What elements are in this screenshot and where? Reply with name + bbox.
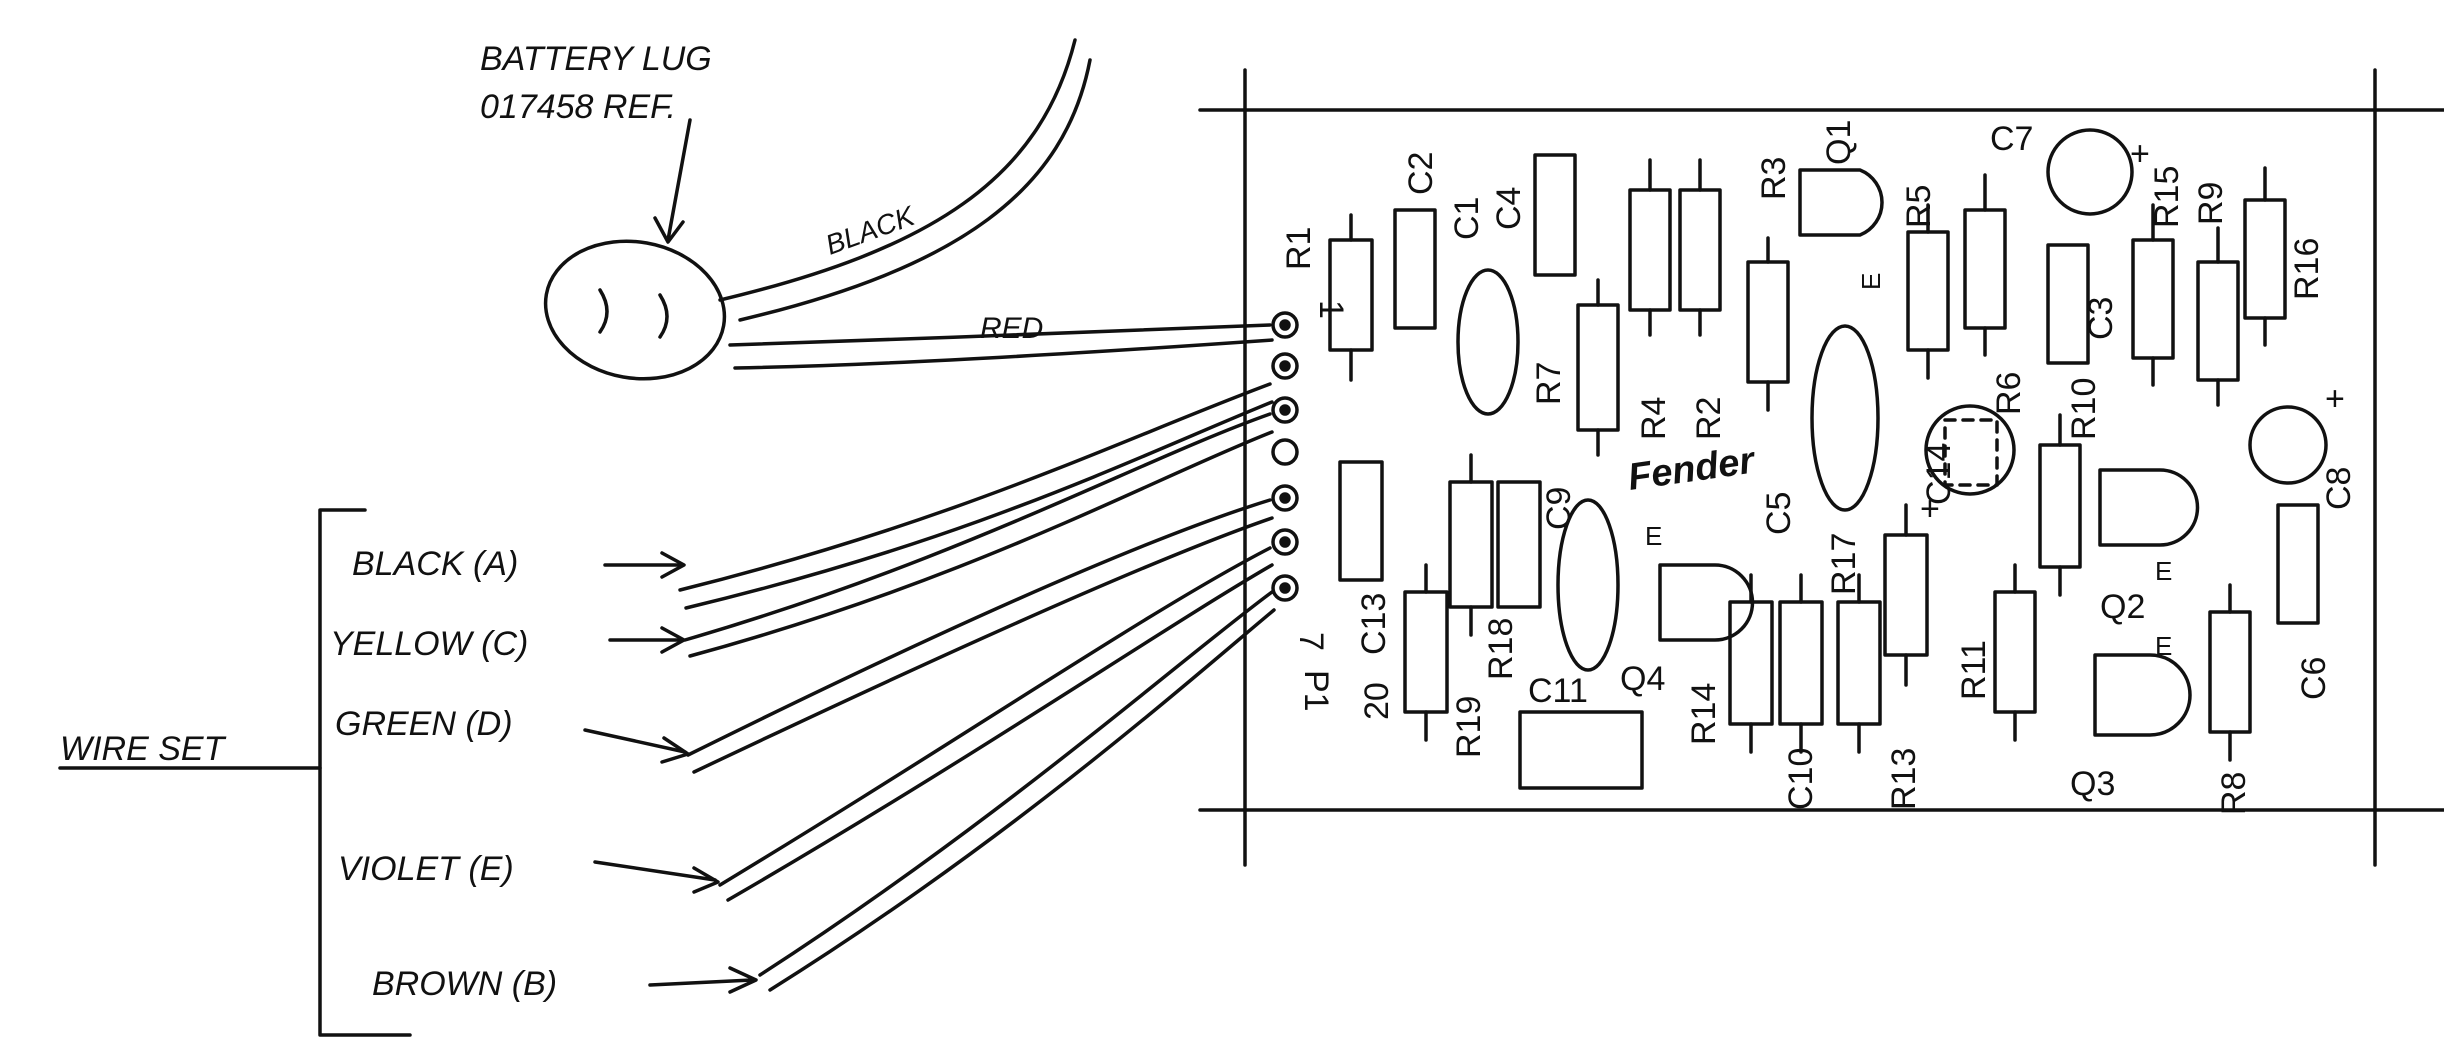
wire-label-violet-e: VIOLET (E): [338, 850, 514, 888]
label-c11: C11: [1528, 672, 1588, 710]
label-r16: R16: [2288, 238, 2326, 300]
emitter-mark-q3: E: [2155, 631, 2172, 661]
label-q2: Q2: [2100, 588, 2145, 626]
wire-violet-e: [593, 546, 1274, 902]
label-r13: R13: [1885, 748, 1923, 810]
wire-brown-b: [648, 590, 1276, 994]
label-r8: R8: [2215, 772, 2253, 815]
label-r4: R4: [1635, 397, 1673, 440]
label-r7: R7: [1530, 362, 1568, 405]
wire-yellow-c: [608, 412, 1274, 658]
label-q4: Q4: [1620, 660, 1665, 698]
label-c14: C14: [1920, 443, 1958, 505]
label-c5: C5: [1760, 492, 1798, 535]
wire-label-green-d: GREEN (D): [335, 705, 513, 743]
label-c8: C8: [2320, 467, 2358, 510]
circuit-board: [1198, 68, 2444, 867]
plus-mark-c8: +: [2325, 380, 2345, 418]
wire-label-brown-b: BROWN (B): [372, 965, 557, 1003]
label-r10: R10: [2065, 378, 2103, 440]
wireset-label: WIRE SET: [60, 730, 227, 768]
connector-p1: [1271, 311, 1299, 602]
wire-green-d: [583, 498, 1274, 774]
label-q3: Q3: [2070, 765, 2115, 803]
label-c7: C7: [1990, 120, 2033, 158]
transistor-bodies: [1658, 168, 2200, 737]
wireset-bracket: [58, 508, 412, 1037]
battery-lug: [543, 38, 1274, 381]
label-c4: C4: [1490, 187, 1528, 230]
label-r3: R3: [1755, 157, 1793, 200]
battery-label-line2: 017458 REF.: [480, 88, 676, 126]
label-r6: R6: [1990, 372, 2028, 415]
label-c10: C10: [1782, 748, 1820, 810]
label-r18: R18: [1482, 618, 1520, 680]
plus-mark-c14: +: [1920, 490, 1940, 528]
wire-label-black-a: BLACK (A): [352, 545, 518, 583]
label-r15: R15: [2148, 166, 2186, 228]
label-c6: C6: [2295, 657, 2333, 700]
label-c3: C3: [2082, 297, 2120, 340]
pin-last-label: 7: [1292, 632, 1330, 651]
label-20: 20: [1358, 682, 1396, 720]
wire-red-label: RED: [980, 312, 1043, 345]
label-r17: R17: [1825, 533, 1863, 595]
label-r19: R19: [1450, 696, 1488, 758]
wire-label-yellow-c: YELLOW (C): [330, 625, 528, 663]
wire-black-label: BLACK: [821, 200, 919, 261]
battery-label-line1: BATTERY LUG: [480, 40, 712, 78]
label-q1: Q1: [1820, 120, 1858, 165]
label-r2: R2: [1690, 397, 1728, 440]
label-c1: C1: [1448, 197, 1486, 240]
label-c13: C13: [1355, 593, 1393, 655]
label-r5: R5: [1900, 185, 1938, 228]
label-c2: C2: [1402, 152, 1440, 195]
capacitor-bodies: [1338, 128, 2328, 790]
label-r14: R14: [1685, 683, 1723, 745]
resistor-bodies: [1328, 158, 2287, 762]
emitter-mark-q1: E: [1856, 273, 1886, 290]
emitter-mark-q2: E: [2155, 556, 2172, 586]
emitter-mark-q4: E: [1645, 521, 1662, 551]
label-r9: R9: [2192, 182, 2230, 225]
pin-first-label: 1: [1312, 300, 1350, 319]
wire-black-a: [603, 382, 1274, 610]
plus-mark-c7: +: [2130, 135, 2150, 173]
label-c9: C9: [1540, 487, 1578, 530]
connector-name-label: P1: [1297, 670, 1335, 712]
label-r1: R1: [1280, 227, 1318, 270]
fender-logo: Fender: [1625, 439, 1758, 499]
label-r11: R11: [1955, 640, 1993, 700]
